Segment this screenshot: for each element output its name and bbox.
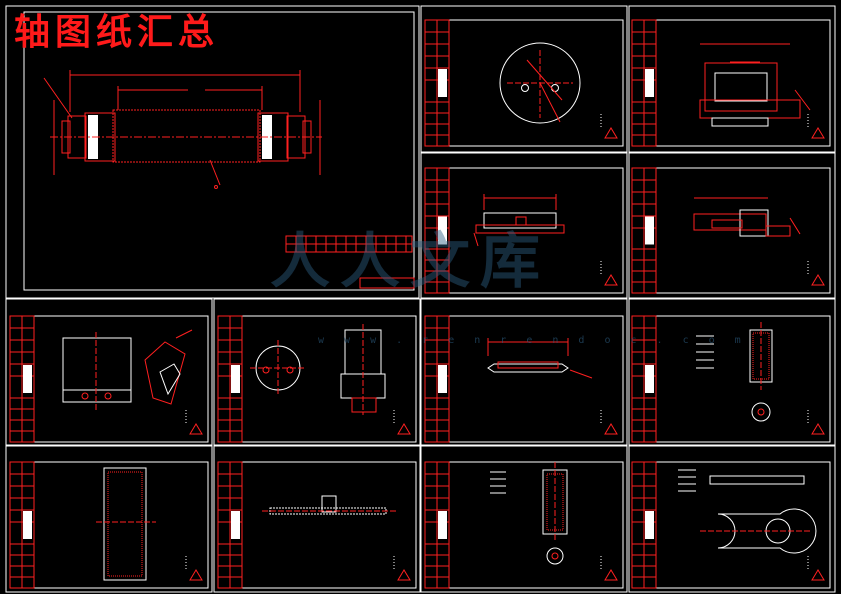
flange-part — [250, 324, 386, 415]
part-drawings — [9, 19, 825, 589]
sheet-drawing-7 — [217, 315, 411, 443]
sheet-frame-4 — [420, 152, 628, 299]
sheet-frame-1 — [5, 5, 420, 299]
sheet-frame-9 — [628, 298, 836, 446]
sheet-drawing-11 — [217, 461, 411, 589]
sheet-drawing-12 — [424, 461, 618, 589]
watermark-logo: 人人文库 — [270, 227, 550, 297]
sheet-drawing-2 — [424, 19, 618, 147]
sheet-drawing-8 — [424, 315, 618, 443]
page-title: 轴图纸汇总 — [14, 11, 220, 53]
sheet-frame-11 — [213, 445, 421, 593]
watermark-url: w w w . r e n r e n d o c . c o m — [318, 335, 748, 346]
sheet-drawing-5 — [631, 167, 825, 294]
sheet-frame-5 — [628, 152, 836, 299]
sheet-frame-6 — [5, 298, 213, 446]
sleeve-section — [696, 322, 773, 422]
sheet-drawing-3 — [631, 19, 825, 147]
sheet-frame-7 — [213, 298, 421, 446]
hinge-block — [62, 329, 193, 410]
tall-cylinder — [96, 467, 156, 581]
sheet-frame-8 — [420, 298, 628, 446]
bracket-part — [699, 43, 811, 127]
sheet-frame-3 — [628, 5, 836, 153]
sheet-frame-2 — [420, 5, 628, 153]
shaft-assembly — [43, 70, 415, 289]
sheet-drawing-13 — [631, 461, 825, 589]
sheet-drawing-9 — [631, 315, 825, 443]
pin-section — [490, 462, 568, 565]
sheet-drawing-6 — [9, 315, 203, 443]
disc-part — [499, 42, 581, 124]
link-plate — [678, 469, 817, 554]
thin-rod — [262, 495, 396, 515]
stepped-block — [693, 197, 801, 237]
sheet-frame-13 — [628, 445, 836, 593]
sheet-frames — [5, 5, 836, 593]
slotted-plate — [473, 194, 565, 247]
sheet-drawing-10 — [9, 461, 203, 589]
handle-part — [487, 338, 593, 379]
sheet-drawing-4 — [424, 167, 618, 294]
sheet-frame-12 — [420, 445, 628, 593]
sheet-frame-10 — [5, 445, 213, 593]
